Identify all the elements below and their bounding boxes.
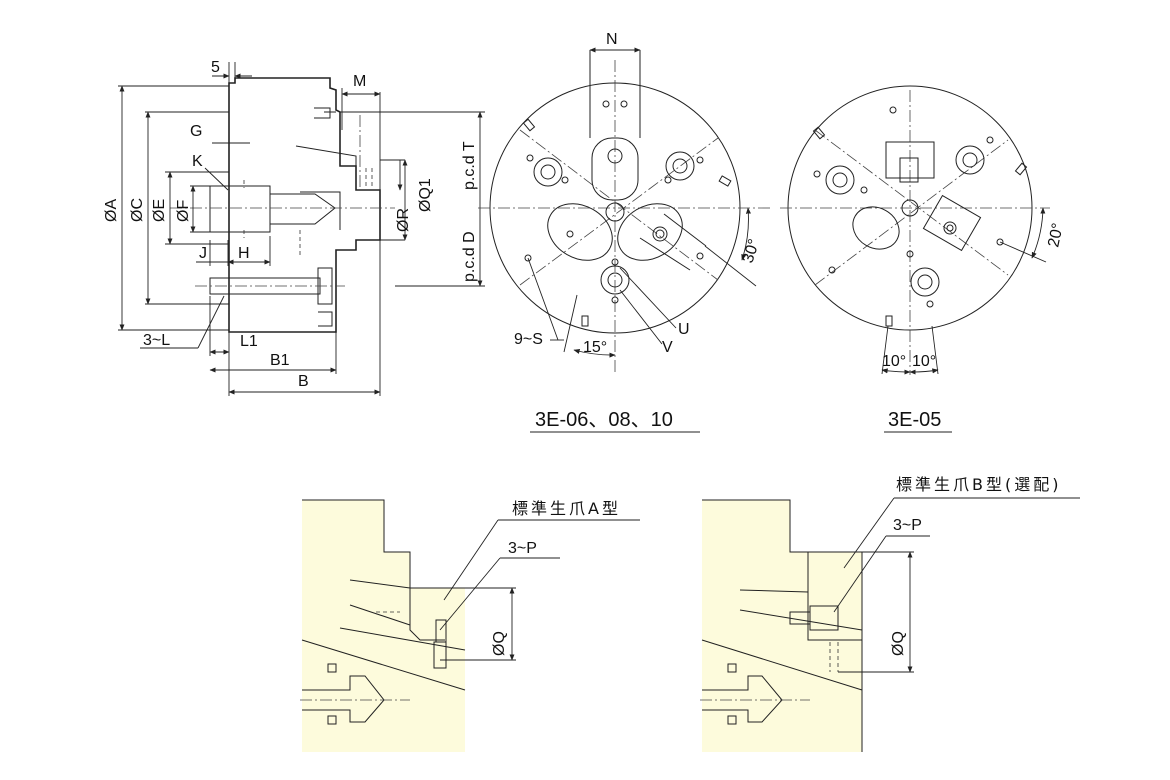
label-H: H — [238, 245, 250, 262]
label-V: V — [662, 339, 673, 356]
label-dim-5: 5 — [211, 59, 220, 76]
detail-jaw-type-a: 標準生爪A型 3~P ØQ — [300, 499, 640, 752]
label-M: M — [353, 73, 366, 90]
label-J: J — [199, 245, 207, 262]
label-L1: L1 — [240, 333, 258, 350]
label-pcd-D: p.c.d D — [461, 231, 478, 282]
jaw-slot-left — [547, 203, 613, 261]
label-pcd-T: p.c.d T — [461, 141, 478, 190]
label-angle-10b: 10° — [912, 353, 936, 370]
jaw-slot-top — [591, 137, 639, 201]
label-U: U — [678, 321, 690, 338]
label-G: G — [190, 123, 202, 140]
label-S: 9~S — [514, 331, 543, 348]
caption-3e-05: 3E-05 — [888, 409, 941, 431]
label-L: 3~L — [143, 332, 170, 349]
label-N: N — [606, 31, 618, 48]
title-jaw-a: 標準生爪A型 — [512, 499, 621, 518]
label-K: K — [192, 153, 203, 170]
label-angle-30: 30° — [740, 237, 764, 265]
jaw-top-05 — [885, 141, 935, 179]
label-E: ØE — [151, 199, 168, 222]
label-A: ØA — [103, 199, 120, 222]
label-p-b: 3~P — [893, 517, 922, 534]
side-view: 5 M G K ØA ØC ØE ØF J H ØQ1 ØR p.c.d T p… — [103, 59, 485, 396]
front-view-3e-05: 20° 10° 10° 3E-05 — [780, 85, 1067, 433]
jaw-slot-right — [617, 203, 683, 261]
caption-3e-06-08-10: 3E-06、08、10 — [535, 409, 673, 431]
jaw-left-05 — [852, 206, 900, 250]
label-B: B — [298, 373, 309, 390]
mounting-bolt — [209, 277, 321, 295]
label-q-b: ØQ — [890, 631, 907, 656]
detail-jaw-type-b: 標準生爪B型(選配) 3~P ØQ — [700, 475, 1080, 752]
label-F: ØF — [175, 200, 192, 222]
title-jaw-b: 標準生爪B型(選配) — [896, 475, 1061, 494]
label-p-a: 3~P — [508, 540, 537, 557]
label-q-a: ØQ — [491, 631, 508, 656]
label-angle-20: 20° — [1045, 222, 1067, 249]
jaw-right-05 — [922, 194, 982, 252]
label-C: ØC — [129, 198, 146, 222]
label-Q1: ØQ1 — [417, 178, 434, 212]
label-angle-10a: 10° — [882, 353, 906, 370]
label-B1: B1 — [270, 352, 290, 369]
front-view-3e-06-08-10: N 30° 9~S 15° V U 3E-06、08、10 — [478, 31, 770, 433]
label-angle-15: 15° — [583, 339, 607, 356]
label-R: ØR — [395, 208, 412, 232]
